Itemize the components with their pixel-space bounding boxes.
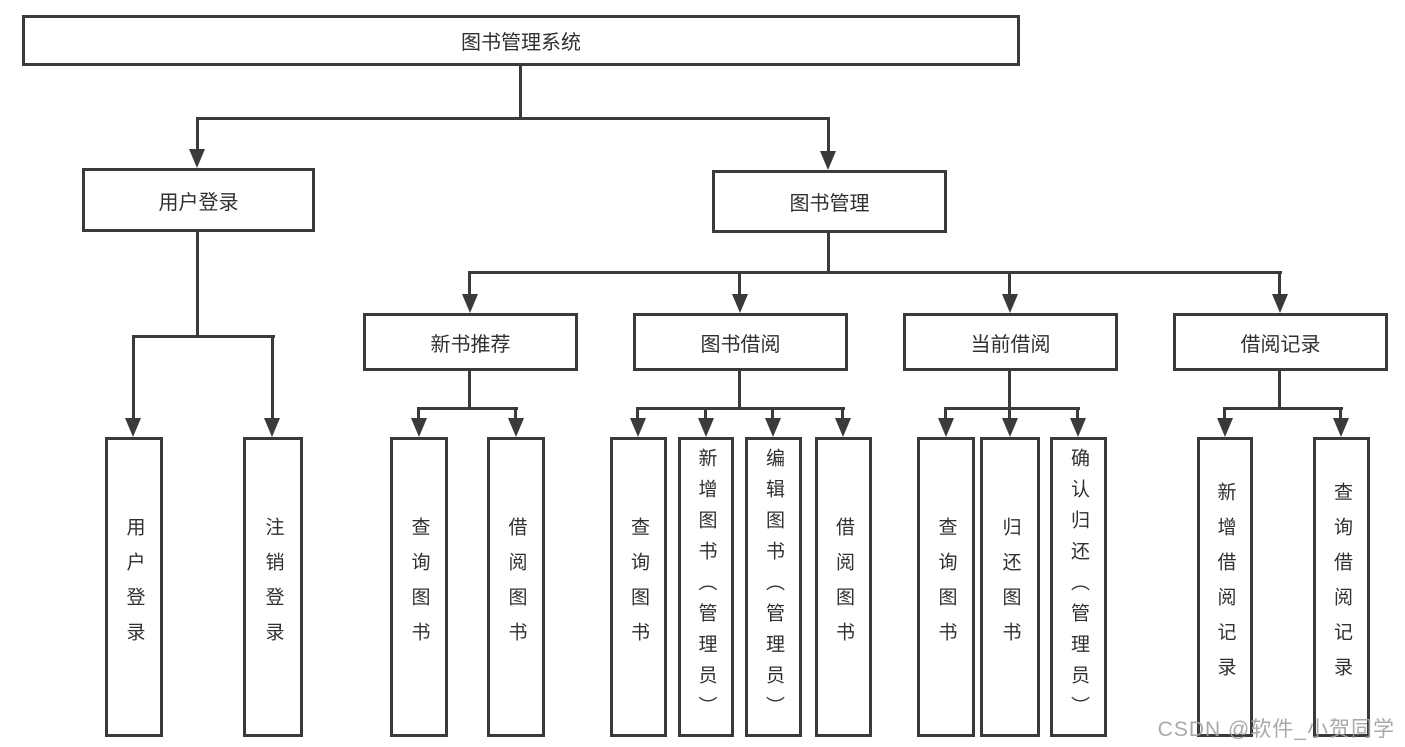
connector-drop-level3 bbox=[1008, 271, 1011, 294]
leaf-confirm-return-admin: 确认归还（管理员） bbox=[1050, 437, 1107, 737]
leaf-edit-books-admin-label: 编辑图书（管理员） bbox=[763, 447, 784, 727]
leaf-add-books-admin-label: 新增图书（管理员） bbox=[695, 447, 717, 727]
connector-drop-leaf bbox=[1076, 407, 1079, 418]
leaf-borrow-books: 借阅图书 bbox=[815, 437, 872, 737]
arrowhead-down-icon bbox=[125, 418, 141, 437]
leaf-user-login: 用户登录 bbox=[105, 437, 163, 737]
node-root-label: 图书管理系统 bbox=[461, 32, 581, 54]
arrowhead-down-icon bbox=[1272, 294, 1288, 313]
leaf-query-books-recommend: 查询图书 bbox=[390, 437, 448, 737]
connector-drop-leaf bbox=[1223, 407, 1226, 418]
connector-group-hline bbox=[944, 407, 1080, 410]
arrowhead-down-icon bbox=[765, 418, 781, 437]
connector-group-hline bbox=[636, 407, 845, 410]
arrowhead-down-icon bbox=[508, 418, 524, 437]
arrowhead-down-icon bbox=[820, 151, 836, 170]
connector-drop-level3 bbox=[468, 271, 471, 294]
leaf-edit-books-admin: 编辑图书（管理员） bbox=[745, 437, 802, 737]
arrowhead-down-icon bbox=[732, 294, 748, 313]
node-borrow-record: 借阅记录 bbox=[1173, 313, 1388, 371]
connector-group-stem bbox=[1278, 371, 1281, 407]
leaf-query-books-current-label: 查询图书 bbox=[935, 517, 957, 657]
leaf-query-books-recommend-label: 查询图书 bbox=[408, 517, 430, 657]
arrowhead-down-icon bbox=[264, 418, 280, 437]
connector-drop-book-mgmt bbox=[827, 117, 830, 151]
connector-drop-leaf bbox=[636, 407, 639, 418]
connector-group-stem bbox=[1008, 371, 1011, 407]
node-user-login-label: 用户登录 bbox=[158, 191, 239, 214]
node-current-borrow: 当前借阅 bbox=[903, 313, 1118, 371]
leaf-query-borrow-record: 查询借阅记录 bbox=[1313, 437, 1370, 737]
arrowhead-down-icon bbox=[938, 418, 954, 437]
leaf-logout-label: 注销登录 bbox=[262, 517, 284, 657]
connector-group-hline bbox=[417, 407, 518, 410]
leaf-borrow-books-recommend: 借阅图书 bbox=[487, 437, 545, 737]
connector-level2-hline bbox=[196, 117, 830, 120]
leaf-query-books-borrow: 查询图书 bbox=[610, 437, 667, 737]
node-new-book-recommend-label: 新书推荐 bbox=[430, 333, 511, 356]
leaf-confirm-return-admin-label: 确认归还（管理员） bbox=[1068, 447, 1089, 727]
leaf-query-books-borrow-label: 查询图书 bbox=[628, 517, 649, 657]
connector-group-stem bbox=[468, 371, 471, 407]
node-current-borrow-label: 当前借阅 bbox=[970, 333, 1051, 356]
leaf-return-books: 归还图书 bbox=[980, 437, 1040, 737]
arrowhead-down-icon bbox=[1217, 418, 1233, 437]
connector-user-login-hline bbox=[132, 335, 275, 338]
node-user-login: 用户登录 bbox=[82, 168, 315, 232]
connector-drop-leaf bbox=[417, 407, 420, 418]
connector-group-hline bbox=[1223, 407, 1343, 410]
leaf-query-borrow-record-label: 查询借阅记录 bbox=[1331, 482, 1352, 692]
leaf-add-borrow-record-label: 新增借阅记录 bbox=[1214, 482, 1236, 692]
connector-drop-leaf bbox=[1008, 407, 1011, 418]
connector-group-stem bbox=[738, 371, 741, 407]
connector-drop-leaf bbox=[771, 407, 774, 418]
connector-drop-level3 bbox=[1278, 271, 1281, 294]
connector-drop-leaf bbox=[132, 335, 135, 418]
arrowhead-down-icon bbox=[1002, 418, 1018, 437]
arrowhead-down-icon bbox=[1333, 418, 1349, 437]
leaf-query-books-current: 查询图书 bbox=[917, 437, 975, 737]
arrowhead-down-icon bbox=[1002, 294, 1018, 313]
connector-user-login-stem bbox=[196, 232, 199, 335]
connector-drop-leaf bbox=[944, 407, 947, 418]
connector-drop-user-login bbox=[196, 117, 199, 149]
arrowhead-down-icon bbox=[462, 294, 478, 313]
node-book-management: 图书管理 bbox=[712, 170, 947, 233]
leaf-add-books-admin: 新增图书（管理员） bbox=[678, 437, 734, 737]
leaf-logout: 注销登录 bbox=[243, 437, 303, 737]
node-book-borrow-label: 图书借阅 bbox=[700, 333, 781, 356]
connector-book-mgmt-stem bbox=[827, 233, 830, 271]
arrowhead-down-icon bbox=[835, 418, 851, 437]
node-new-book-recommend: 新书推荐 bbox=[363, 313, 578, 371]
connector-root-stem bbox=[519, 66, 522, 117]
leaf-return-books-label: 归还图书 bbox=[999, 517, 1021, 657]
node-root: 图书管理系统 bbox=[22, 15, 1020, 66]
leaf-borrow-books-recommend-label: 借阅图书 bbox=[505, 517, 527, 657]
arrowhead-down-icon bbox=[189, 149, 205, 168]
arrowhead-down-icon bbox=[630, 418, 646, 437]
connector-drop-leaf bbox=[704, 407, 707, 418]
node-book-borrow: 图书借阅 bbox=[633, 313, 848, 371]
leaf-borrow-books-label: 借阅图书 bbox=[833, 517, 854, 657]
connector-drop-leaf bbox=[514, 407, 517, 418]
arrowhead-down-icon bbox=[1070, 418, 1086, 437]
connector-drop-level3 bbox=[738, 271, 741, 294]
node-borrow-record-label: 借阅记录 bbox=[1240, 333, 1321, 356]
connector-drop-leaf bbox=[271, 335, 274, 418]
leaf-user-login-label: 用户登录 bbox=[123, 517, 145, 657]
leaf-add-borrow-record: 新增借阅记录 bbox=[1197, 437, 1253, 737]
watermark: CSDN @软件_小贺同学 bbox=[1157, 718, 1395, 741]
node-book-management-label: 图书管理 bbox=[789, 193, 870, 215]
arrowhead-down-icon bbox=[698, 418, 714, 437]
connector-level3-hline bbox=[468, 271, 1282, 274]
connector-drop-leaf bbox=[1339, 407, 1342, 418]
connector-drop-leaf bbox=[841, 407, 844, 418]
arrowhead-down-icon bbox=[411, 418, 427, 437]
